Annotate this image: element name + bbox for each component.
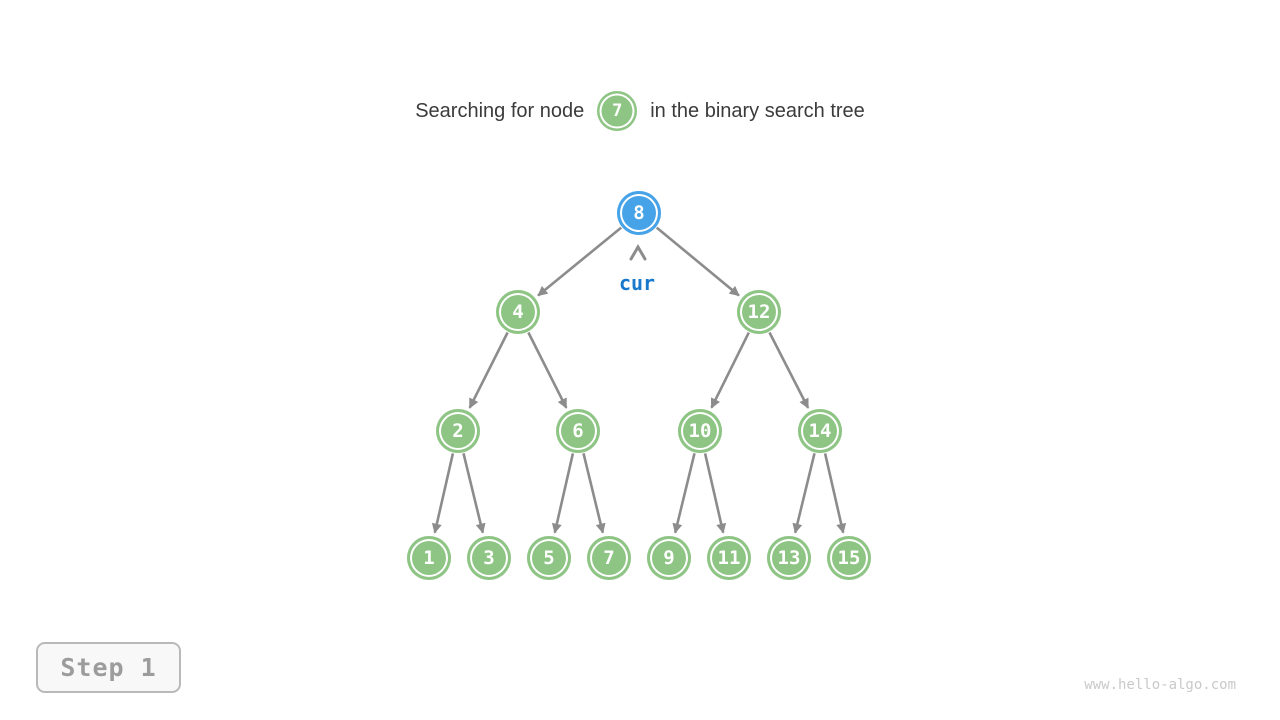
tree-node-11: 11 [707,536,751,580]
tree-edge-12-14 [768,331,810,409]
tree-node-12: 12 [737,290,781,334]
tree-edge-2-1 [431,453,455,534]
tree-node-13: 13 [767,536,811,580]
tree-node-7: 7 [587,536,631,580]
tree-node-3: 3 [467,536,511,580]
watermark: www.hello-algo.com [1084,677,1236,693]
tree-edge-10-11 [703,453,727,534]
tree-node-5: 5 [527,536,571,580]
tree-edge-8-4 [537,226,623,297]
tree-node-10: 10 [678,409,722,453]
tree-edge-10-9 [672,452,696,534]
tree-edge-4-2 [468,331,509,409]
cur-pointer-label: cur [618,271,656,295]
tree-node-15: 15 [827,536,871,580]
tree-edge-12-10 [710,332,750,409]
tree-edge-6-7 [582,452,606,534]
tree-edge-14-15 [823,453,847,534]
tree-node-8: 8 [617,191,661,235]
tree-node-1: 1 [407,536,451,580]
diagram-title: Searching for node 7 in the binary searc… [0,91,1280,131]
tree-edge-2-3 [462,452,486,534]
tree-edge-6-5 [551,453,575,534]
title-suffix: in the binary search tree [650,99,865,122]
tree-node-9: 9 [647,536,691,580]
tree-node-14: 14 [798,409,842,453]
cur-pointer-caret-icon [629,244,647,261]
tree-edge-14-13 [792,452,816,534]
tree-edge-8-12 [655,226,740,297]
title-prefix: Searching for node [415,99,585,122]
step-badge[interactable]: Step 1 [36,642,181,693]
tree-node-4: 4 [496,290,540,334]
target-node-badge: 7 [597,91,638,131]
tree-edge-4-6 [527,331,568,409]
tree-node-6: 6 [556,409,600,453]
tree-node-2: 2 [436,409,480,453]
